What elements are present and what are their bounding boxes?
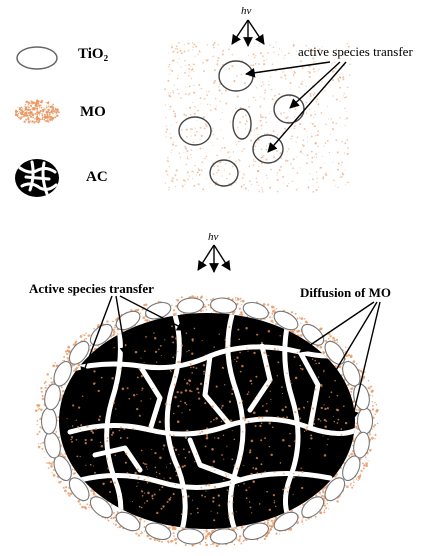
- top-tio2-particle: [179, 117, 211, 145]
- outer-tio2-particle: [42, 431, 62, 460]
- outer-tio2-particle: [210, 528, 237, 546]
- top-tio2-particle: [210, 160, 238, 186]
- legend-ac-icon: [15, 159, 59, 197]
- top-tio2-particles: [179, 61, 304, 186]
- top-tio2-particle: [219, 61, 253, 91]
- legend-tio2-ellipse: [17, 47, 57, 69]
- top-annotation-arrows: [246, 62, 346, 152]
- bottom-annotation-left: Active species transfer: [29, 281, 154, 297]
- ac-particle: [59, 313, 356, 530]
- legend: [15, 47, 60, 197]
- bottom-annotation-right: Diffusion of MO: [300, 285, 391, 301]
- top-annotation: active species transfer: [298, 44, 413, 60]
- bottom-light-label: hv: [208, 231, 218, 243]
- outer-tio2-particle: [42, 408, 57, 434]
- top-light-arrows: [232, 20, 264, 46]
- top-light-label: hv: [241, 5, 251, 17]
- outer-tio2-particle: [351, 431, 371, 460]
- legend-tio2-label: TiO₂: [78, 46, 108, 63]
- top-tio2-particle: [233, 109, 251, 139]
- legend-mo-swatch: [15, 100, 60, 124]
- legend-ac-label: AC: [86, 169, 108, 186]
- outer-tio2-particle: [358, 408, 373, 434]
- bottom-light-arrows: [198, 245, 230, 272]
- legend-mo-label: MO: [80, 104, 106, 121]
- outer-tio2-particle: [177, 528, 204, 546]
